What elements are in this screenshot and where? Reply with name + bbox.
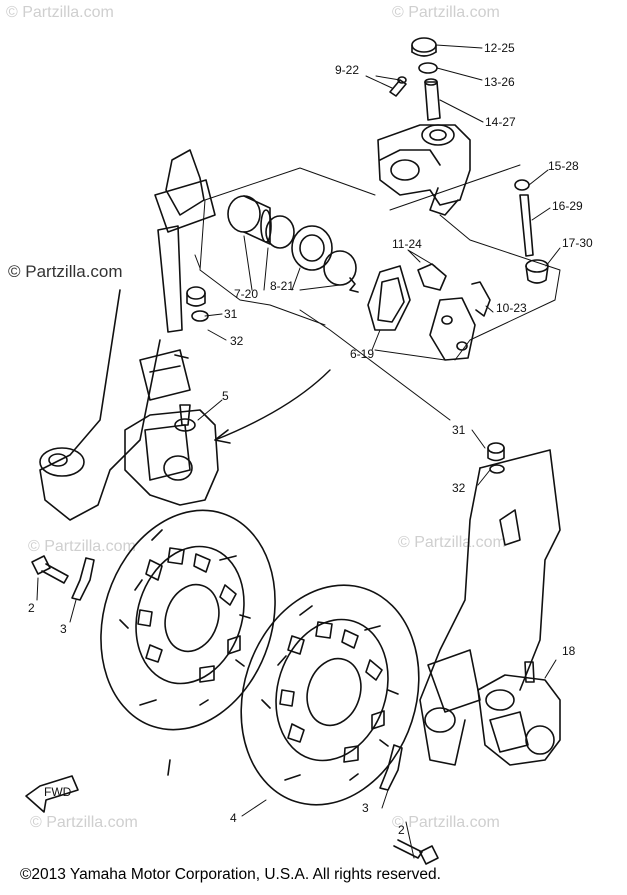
washer-right [489,464,505,474]
assembly-arrow-head [214,429,231,444]
label-31-left: 31 [224,307,238,321]
fwd-arrow-icon [25,775,79,813]
brake-pad-inner [429,297,476,361]
o-ring [418,62,438,74]
label-2-left: 2 [28,601,35,615]
label-12-25: 12-25 [484,41,515,55]
assembly-arrow [214,369,331,441]
bolt-right [393,839,439,865]
piston-seal [265,215,295,249]
right-fork-tube [419,449,561,766]
label-6-19: 6-19 [350,347,374,361]
watermark-bottom-right: © Partzilla.com [392,814,500,831]
collar-right [487,442,505,462]
long-bolt [519,194,534,257]
spring-clip [349,277,359,293]
label-31-right: 31 [452,423,466,437]
fwd-label: FWD [44,785,72,799]
label-32-right: 32 [452,481,466,495]
copyright-footer: ©2013 Yamaha Motor Corporation, U.S.A. A… [20,866,441,883]
brake-disc-left [100,509,276,776]
dust-cap [411,37,437,57]
bolt-left [31,555,69,584]
watermark-bottom-left: © Partzilla.com [30,814,138,831]
label-3-right: 3 [362,801,369,815]
pad-shim [417,263,447,291]
left-caliper [124,404,219,506]
piston-2 [291,225,333,271]
brake-disc-right [240,584,420,806]
pad-spring [471,281,491,317]
watermark-main: © Partzilla.com [8,262,123,281]
caliper-bracket [377,124,471,216]
watermark-top-left: © Partzilla.com [6,4,114,21]
watermark-mid-right: © Partzilla.com [398,534,506,551]
label-3-left: 3 [60,622,67,636]
label-7-20: 7-20 [234,287,258,301]
label-5: 5 [222,389,229,403]
sleeve [424,78,441,121]
label-4: 4 [230,811,237,825]
callout-leaders [36,44,561,859]
brake-pad-outer [367,265,411,331]
label-18: 18 [562,644,576,658]
label-2-right: 2 [398,823,405,837]
watermark-mid-left: © Partzilla.com [28,538,136,555]
label-13-26: 13-26 [484,75,515,89]
piston [227,195,272,245]
watermark-top-right: © Partzilla.com [392,4,500,21]
label-10-23: 10-23 [496,301,527,315]
washer [514,179,530,191]
label-11-24: 11-24 [392,237,422,251]
label-9-22: 9-22 [335,63,359,77]
label-14-27: 14-27 [485,115,516,129]
label-15-28: 15-28 [548,159,579,173]
collar-left [186,286,206,307]
label-8-21: 8-21 [270,279,294,293]
right-caliper [477,661,561,766]
boot [525,259,549,284]
label-32-left: 32 [230,334,244,348]
assembly-leader-lines [194,164,561,421]
label-17-30: 17-30 [562,236,593,250]
lock-washer-left [71,557,95,601]
label-16-29: 16-29 [552,199,583,213]
